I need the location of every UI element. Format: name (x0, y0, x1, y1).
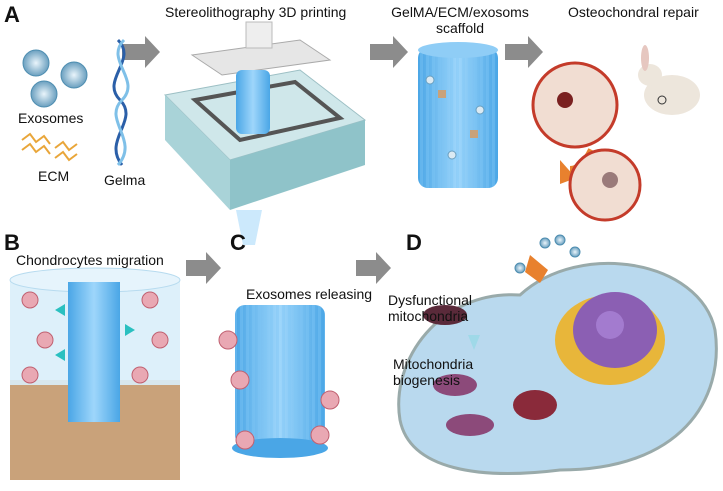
sla-printer (163, 21, 367, 245)
step-title-printing: Stereolithography 3D printing (165, 4, 347, 20)
step-title-scaffold-line2: scaffold (436, 20, 484, 36)
label-ecm: ECM (38, 168, 70, 184)
exosome-particles (22, 49, 88, 108)
label-exosomes: Exosomes (18, 110, 84, 126)
label-dysfunctional-mitochondria: Dysfunctional mitochondria (388, 292, 472, 324)
arrow-icon (505, 36, 543, 68)
scaffold-releasing (218, 305, 340, 458)
cartilage-bone-cylinder (9, 267, 181, 480)
cell (397, 234, 718, 475)
panel-label-a: A (4, 2, 20, 27)
arrow-icon (370, 36, 408, 68)
knee-joint-repair (531, 45, 700, 222)
gelma-helix (112, 38, 130, 166)
panel-label-c: C (230, 230, 246, 255)
step-title-repair: Osteochondral repair (568, 4, 699, 20)
arrow-icon (186, 252, 221, 284)
scaffold-3d (418, 42, 498, 188)
label-biogenesis-line2: biogenesis (393, 372, 460, 388)
label-dysfunctional-line1: Dysfunctional (388, 292, 473, 308)
label-chondrocytes-migration: Chondrocytes migration (16, 252, 164, 268)
arrow-icon (122, 36, 160, 68)
arrow-icon (356, 252, 391, 284)
step-title-scaffold: GelMA/ECM/exosoms scaffold (390, 4, 530, 36)
process-arrows (122, 36, 543, 284)
label-exosomes-releasing: Exosomes releasing (246, 286, 373, 302)
panel-label-b: B (4, 230, 20, 255)
label-mitochondria-biogenesis: Mitochondria biogenesis (393, 356, 473, 388)
step-title-scaffold-line1: GelMA/ECM/exosoms (391, 4, 529, 20)
label-dysfunctional-line2: mitochondria (388, 308, 469, 324)
panel-label-d: D (406, 230, 422, 255)
label-biogenesis-line1: Mitochondria (393, 356, 474, 372)
label-gelma: Gelma (104, 172, 146, 188)
ecm-fibers (21, 132, 78, 162)
